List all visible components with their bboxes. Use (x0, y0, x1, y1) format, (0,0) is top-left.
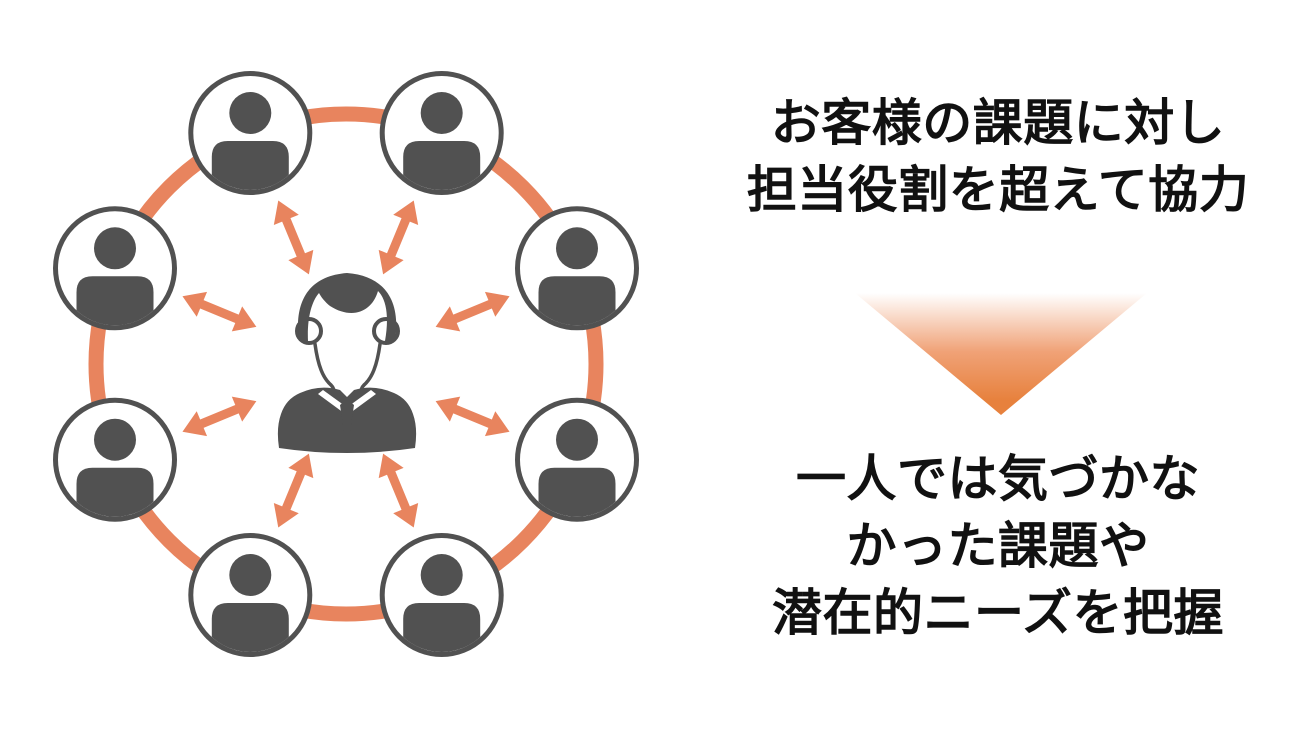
bottom-message-line-2: かった課題や (846, 518, 1150, 574)
bottom-message-line-3: 潜在的ニーズを把握 (772, 585, 1224, 641)
team-member-avatar (518, 400, 637, 519)
connection-ring (88, 106, 604, 622)
collaboration-arrow-icon (370, 195, 427, 280)
team-member-avatar (56, 400, 175, 519)
collaboration-arrow-icon (265, 448, 322, 533)
collaboration-arrow-icon (430, 283, 515, 340)
team-members (56, 74, 637, 655)
hair (298, 273, 397, 341)
team-member-avatar (518, 209, 637, 328)
team-member-avatar (191, 536, 310, 655)
collaboration-arrow-icon (265, 195, 322, 280)
top-message-line-1: お客様の課題に対し (770, 95, 1226, 151)
team-member-avatar (382, 74, 501, 193)
tie (340, 399, 354, 432)
collaboration-arrows (177, 195, 515, 533)
team-member-avatar (56, 209, 175, 328)
top-message: お客様の課題に対し 担当役割を超えて協力 (698, 90, 1298, 224)
collaboration-arrow-icon (177, 283, 262, 340)
team-member-avatar (191, 74, 310, 193)
top-message-line-2: 担当役割を超えて協力 (746, 162, 1250, 218)
team-member-avatar (382, 536, 501, 655)
team-circle-diagram (0, 0, 700, 733)
bottom-message: 一人では気づかな かった課題や 潜在的ニーズを把握 (698, 446, 1298, 647)
right-panel: お客様の課題に対し 担当役割を超えて協力 一人では気づかな かった課題や 潜在的… (698, 0, 1298, 733)
down-arrow-icon (855, 293, 1147, 415)
collaboration-arrow-icon (370, 448, 427, 533)
bottom-message-line-1: 一人では気づかな (796, 451, 1200, 507)
collaboration-arrow-icon (177, 388, 262, 445)
central-person-icon (277, 273, 417, 453)
collaboration-arrow-icon (430, 388, 515, 445)
connection-ring-icon (88, 106, 604, 622)
